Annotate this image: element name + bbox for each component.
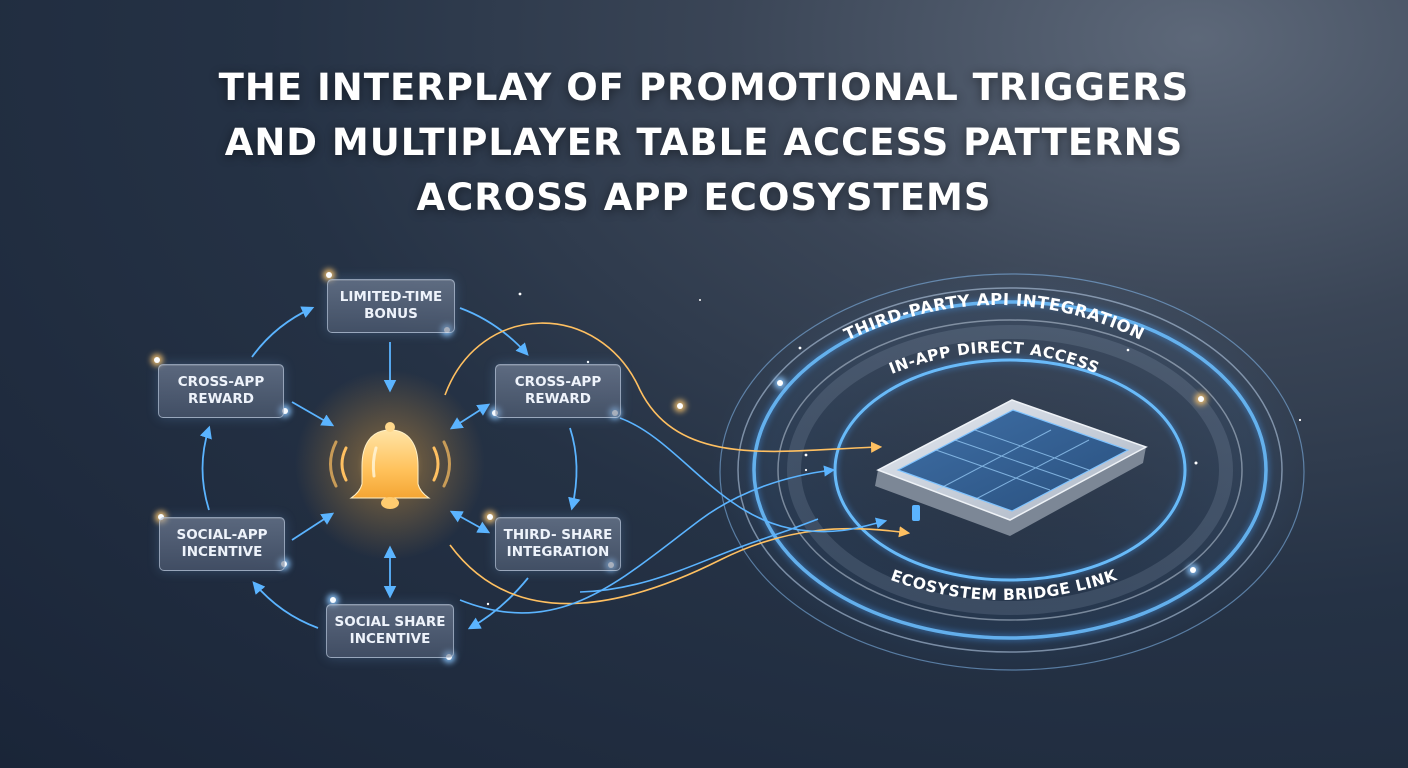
arrow-ur-to-lr <box>568 427 581 511</box>
node-third-share-integration[interactable]: THIRD- SHARE INTEGRATION <box>495 517 621 571</box>
arrow-ul-to-top <box>251 306 315 358</box>
page-title: THE INTERPLAY OF PROMOTIONAL TRIGGERS AN… <box>0 60 1408 225</box>
sparkle <box>777 380 783 386</box>
node-cross-app-reward-right[interactable]: CROSS-APP REWARD <box>495 364 621 418</box>
flow-blue-1 <box>619 417 888 533</box>
arrow-ul-to-bell <box>291 401 335 427</box>
arrow-top-to-ur <box>459 307 529 356</box>
cycle-arrows <box>199 306 581 630</box>
node-label: CROSS-APP REWARD <box>514 374 602 407</box>
ring-outer <box>719 273 1305 671</box>
node-limited-time-bonus[interactable]: LIMITED-TIME BONUS <box>327 279 455 333</box>
flow-lines <box>444 322 911 614</box>
node-cross-app-reward-left[interactable]: CROSS-APP REWARD <box>158 364 284 418</box>
node-label: LIMITED-TIME BONUS <box>339 289 443 322</box>
title-line-2: AND MULTIPLAYER TABLE ACCESS PATTERNS <box>224 121 1184 164</box>
bell-icon <box>329 422 451 509</box>
sparkle <box>1198 396 1204 402</box>
star-specks <box>486 292 1302 606</box>
node-label: CROSS-APP REWARD <box>177 374 265 407</box>
sparkle <box>677 403 683 409</box>
node-label: THIRD- SHARE INTEGRATION <box>503 527 613 560</box>
flow-gold-2 <box>449 526 911 605</box>
arrow-lr-to-bottom <box>467 577 529 630</box>
ring-inner-track <box>787 325 1233 615</box>
arrow-bell-ur <box>449 403 491 430</box>
flow-gold-1 <box>444 322 883 453</box>
sparkle <box>282 408 288 414</box>
ring-middle-2 <box>777 319 1243 621</box>
flow-blue-2 <box>459 465 836 614</box>
arrow-ll-to-ul <box>199 425 212 511</box>
sparkle <box>154 357 160 363</box>
node-social-share-incentive[interactable]: SOCIAL SHARE INCENTIVE <box>326 604 454 658</box>
node-label: SOCIAL SHARE INCENTIVE <box>334 614 446 647</box>
node-label: SOCIAL-APP INCENTIVE <box>176 527 268 560</box>
ring-outer-2 <box>737 287 1283 653</box>
ring-middle <box>752 300 1268 640</box>
arrow-bell-lr <box>449 510 491 534</box>
sparkle <box>487 514 493 520</box>
arrow-bottom-to-ll <box>252 581 319 629</box>
title-line-1: THE INTERPLAY OF PROMOTIONAL TRIGGERS <box>218 66 1190 109</box>
node-social-app-incentive[interactable]: SOCIAL-APP INCENTIVE <box>159 517 285 571</box>
title-line-3: ACROSS APP ECOSYSTEMS <box>416 176 992 219</box>
sparkle <box>330 597 336 603</box>
sparkle <box>1190 567 1196 573</box>
tablet-table-icon <box>875 399 1148 536</box>
arrow-ll-to-bell <box>291 512 335 541</box>
sparkle <box>326 272 332 278</box>
flow-blue-3 <box>579 518 819 593</box>
